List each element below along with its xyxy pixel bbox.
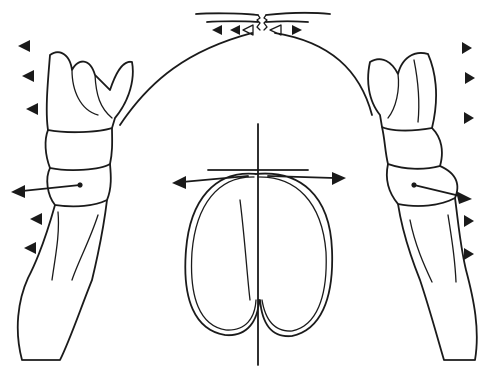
marker-triangle <box>22 70 34 82</box>
marker-triangle <box>465 72 475 84</box>
marker-triangle <box>230 25 240 35</box>
arch-curve <box>120 33 372 125</box>
marker-triangle <box>26 103 38 115</box>
marker-triangle <box>462 42 472 54</box>
right-molar <box>368 53 477 360</box>
marker-triangle <box>464 215 474 227</box>
left-molar <box>18 52 133 360</box>
marker-triangle <box>464 112 474 124</box>
arrowhead-right <box>332 172 346 185</box>
right-side-markers <box>462 42 475 260</box>
arrowhead-left <box>172 176 186 189</box>
center-loops <box>185 124 332 365</box>
top-suture-lines <box>196 13 330 30</box>
arrowhead-left <box>11 185 25 198</box>
marker-triangle <box>18 40 30 52</box>
force-arrows <box>11 172 472 204</box>
marker-triangle <box>212 25 222 35</box>
marker-triangle <box>30 213 42 225</box>
marker-triangle <box>292 25 302 35</box>
marker-triangle <box>464 248 474 260</box>
arrowhead-right <box>456 191 472 204</box>
left-side-markers <box>18 40 42 254</box>
marker-triangle <box>24 242 36 254</box>
